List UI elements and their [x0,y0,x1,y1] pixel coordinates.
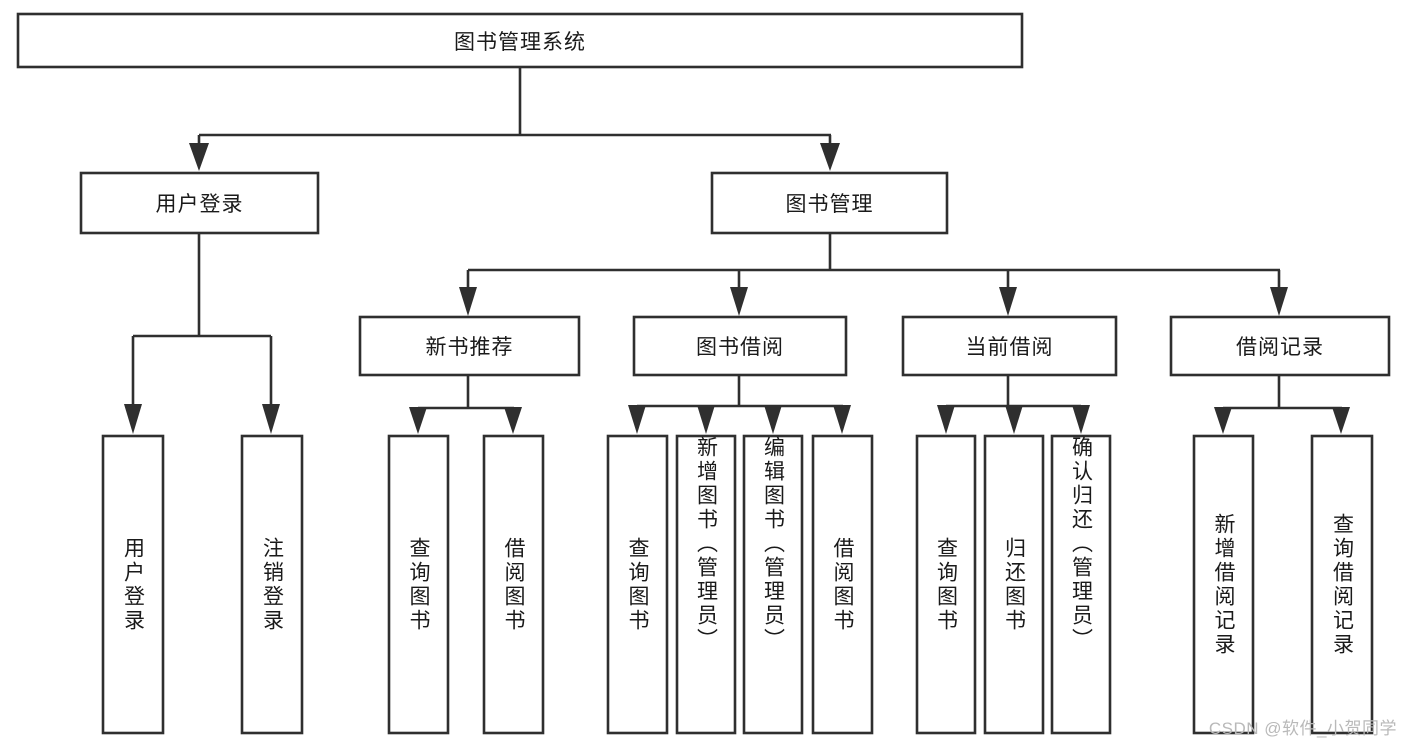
node-box-leaf-4[interactable] [606,434,669,735]
arrow-head-leaf-query-book-1 [409,407,427,434]
node-box-leaf-6[interactable] [742,434,804,735]
node-box-leaf-9[interactable] [983,434,1045,735]
node-box-leaf-8[interactable] [915,434,977,735]
arrow-head-user-login [189,143,209,171]
arrow-head-borrow-record [1270,287,1288,316]
node-box-leaf-3[interactable] [482,434,545,735]
arrow-head-leaf-user-login [124,404,142,434]
node-box-current-borrow[interactable] [901,315,1118,377]
edges-book-manage-to-level3 [459,233,1288,316]
arrow-head-book-manage [820,143,840,171]
arrow-head-leaf-query-record [1332,407,1350,434]
node-box-new-book[interactable] [358,315,581,377]
node-box-root[interactable] [16,12,1024,69]
arrow-head-leaf-edit-book [764,405,782,434]
edges-current-borrow-to-leaves [937,376,1090,434]
node-box-user-login[interactable] [79,171,320,235]
node-box-leaf-7[interactable] [811,434,874,735]
arrow-head-leaf-query-book-3 [937,405,955,434]
node-box-leaf-5[interactable] [675,434,737,735]
arrow-head-leaf-confirm-return [1072,405,1090,434]
arrow-head-leaf-add-record [1214,407,1232,434]
edges-borrow-to-leaves [628,376,851,434]
node-box-borrow[interactable] [632,315,848,377]
arrow-head-leaf-logout [262,404,280,434]
node-box-leaf-11[interactable] [1192,434,1255,735]
arrow-head-leaf-borrow-book-2 [833,405,851,434]
arrow-head-leaf-add-book [697,405,715,434]
node-box-leaf-1[interactable] [240,434,304,735]
edges-new-book-to-leaves [409,376,522,434]
node-box-leaf-0[interactable] [101,434,165,735]
edges-user-login-to-leaves [124,233,280,434]
arrow-head-new-book [459,287,477,316]
edges-root-to-level2 [189,67,840,171]
arrow-head-leaf-borrow-book-1 [504,407,522,434]
arrow-head-current-borrow [999,287,1017,316]
node-box-leaf-12[interactable] [1310,434,1374,735]
node-box-leaf-2[interactable] [387,434,450,735]
edges-borrow-record-to-leaves [1214,376,1350,434]
arrow-head-leaf-query-book-2 [628,405,646,434]
node-box-leaf-10[interactable] [1050,434,1112,735]
arrow-head-leaf-return-book [1005,405,1023,434]
node-box-borrow-record[interactable] [1169,315,1391,377]
arrow-head-borrow [730,287,748,316]
node-box-book-manage[interactable] [710,171,949,235]
